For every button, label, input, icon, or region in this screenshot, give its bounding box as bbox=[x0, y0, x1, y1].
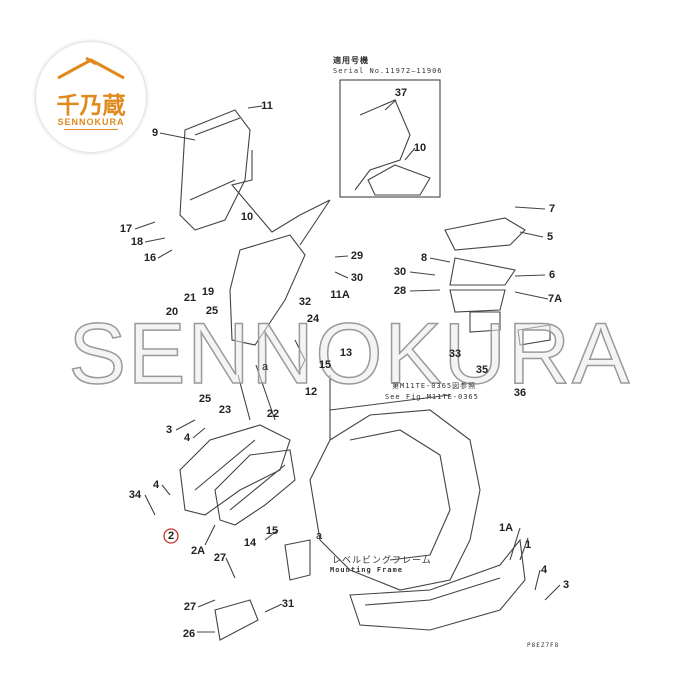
callout-label: 28 bbox=[393, 285, 407, 297]
callout-label: 29 bbox=[350, 250, 364, 262]
fender-part-9 bbox=[179, 109, 251, 231]
callout-label: 3 bbox=[562, 579, 570, 591]
callout-label: 8 bbox=[420, 252, 428, 264]
callout-label: 2A bbox=[190, 545, 206, 557]
callout-label: 4 bbox=[540, 564, 548, 576]
frame-label-en: Mounting Frame bbox=[330, 566, 404, 574]
callout-label: 4 bbox=[183, 432, 191, 444]
logo-kanji: 千乃蔵 bbox=[56, 93, 126, 119]
roof-icon bbox=[57, 56, 125, 80]
callout-label: 30 bbox=[393, 266, 407, 278]
callout-label: 37 bbox=[394, 87, 408, 99]
callout-label: 13 bbox=[339, 347, 353, 359]
callout-label: 27 bbox=[183, 601, 197, 613]
inset-box bbox=[339, 79, 441, 198]
callout-label: 16 bbox=[143, 252, 157, 264]
callout-label: 18 bbox=[130, 236, 144, 248]
callout-label: 36 bbox=[513, 387, 527, 399]
callout-label: 14 bbox=[243, 537, 257, 549]
callout-label: 1A bbox=[498, 522, 514, 534]
callout-label: 17 bbox=[119, 223, 133, 235]
brand-logo: 千乃蔵 SENNOKURA bbox=[36, 42, 146, 152]
callout-label: 20 bbox=[165, 306, 179, 318]
mounting-frame bbox=[309, 409, 481, 591]
callout-label: 1 bbox=[524, 539, 532, 551]
callout-label: a bbox=[261, 361, 269, 373]
callout-label: 4 bbox=[152, 479, 160, 491]
callout-label: 25 bbox=[198, 393, 212, 405]
highlight-circle bbox=[163, 528, 179, 544]
callout-label: 26 bbox=[182, 628, 196, 640]
callout-label: 10 bbox=[413, 142, 427, 154]
callout-label: 25 bbox=[205, 305, 219, 317]
callout-label: 5 bbox=[546, 231, 554, 243]
callout-label: 23 bbox=[218, 404, 232, 416]
callout-label: 22 bbox=[266, 408, 280, 420]
callout-highlighted: 2 bbox=[167, 530, 175, 542]
callout-label: 24 bbox=[306, 313, 320, 325]
callout-label: 31 bbox=[281, 598, 295, 610]
callout-label: 27 bbox=[213, 552, 227, 564]
callout-label: 19 bbox=[201, 286, 215, 298]
see-fig-jp: 第M11TE-0365図参照 bbox=[392, 382, 477, 390]
logo-underline bbox=[64, 129, 118, 130]
callout-label: 3 bbox=[165, 424, 173, 436]
callout-label: 11 bbox=[261, 100, 273, 112]
frame-label-jp: レベルビングフレーム bbox=[332, 556, 432, 566]
inset-title: 適用号機 bbox=[333, 56, 369, 65]
callout-label: 10 bbox=[240, 211, 254, 223]
callout-label: 30 bbox=[350, 272, 364, 284]
callout-label: 12 bbox=[304, 386, 318, 398]
callout-label: 6 bbox=[548, 269, 556, 281]
callout-label: 32 bbox=[298, 296, 312, 308]
callout-label: 21 bbox=[183, 292, 197, 304]
callout-label: 35 bbox=[475, 364, 489, 376]
callout-label: 7 bbox=[548, 203, 556, 215]
callout-label: 9 bbox=[151, 127, 159, 139]
callout-label: 11A bbox=[330, 289, 350, 301]
callout-label: 33 bbox=[448, 348, 462, 360]
logo-roman: SENNOKURA bbox=[57, 117, 125, 127]
see-fig-en: See Fig.M11TE-0365 bbox=[385, 393, 479, 401]
callout-label: 7A bbox=[547, 293, 563, 305]
callout-label: a bbox=[315, 530, 323, 542]
page-code: P8EZ7F8 bbox=[527, 642, 560, 649]
inset-serial: Serial No.11972—11906 bbox=[333, 67, 443, 75]
callout-label: 34 bbox=[128, 489, 142, 501]
callout-label: 15 bbox=[318, 359, 332, 371]
callout-label: 15 bbox=[265, 525, 279, 537]
